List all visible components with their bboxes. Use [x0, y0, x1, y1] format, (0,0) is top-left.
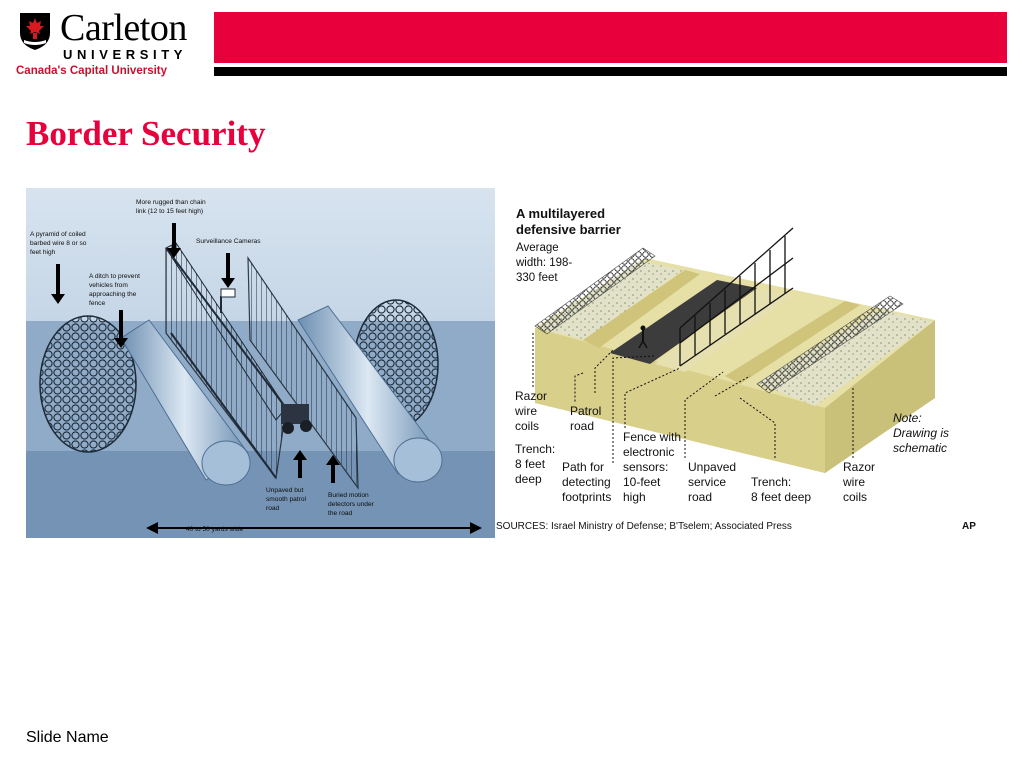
label-width: 40 to 50 yards wide — [186, 526, 244, 533]
arrow-barbed — [51, 264, 65, 304]
label-barbed: A pyramid of coiled barbed wire 8 or so … — [30, 231, 88, 256]
header-red-bar — [214, 12, 1007, 63]
arrow-fence — [167, 223, 181, 258]
label-road: Unpaved but smooth patrol road — [266, 487, 308, 512]
shield-icon — [20, 13, 50, 50]
ditch-right — [297, 305, 443, 483]
patrol-vehicle — [281, 404, 312, 434]
border-barrier-diagram: A pyramid of coiled barbed wire 8 or so … — [26, 188, 495, 538]
slide-footer: Slide Name — [26, 729, 109, 746]
ap-credit: AP — [962, 521, 976, 532]
fence-right — [247, 255, 359, 490]
fence-left — [165, 242, 287, 480]
label-fence-sensors: Fence with electronic sensors: 10-feet h… — [623, 430, 684, 504]
leader-lines — [532, 333, 854, 463]
label-razor-left: Razor wire coils — [514, 389, 550, 433]
coil-left — [534, 247, 656, 335]
slide-title: Border Security — [26, 114, 266, 153]
label-service-road: Unpaved service road — [688, 460, 739, 504]
label-note: Note: Drawing is schematic — [893, 411, 952, 455]
multilayered-barrier-diagram: A multilayered defensive barrier Average… — [495, 188, 1005, 538]
right-figure-title: A multilayered defensive barrier — [516, 206, 621, 237]
label-cameras: Surveillance Cameras — [196, 238, 261, 245]
carleton-logo: Carleton UNIVERSITY Canada's Capital Uni… — [14, 7, 204, 80]
logo-wordmark: Carleton — [60, 7, 187, 49]
label-trench-right: Trench: 8 feet deep — [751, 475, 811, 504]
header-black-bar — [214, 67, 1007, 76]
logo-university: UNIVERSITY — [63, 47, 188, 62]
ditch-left — [120, 319, 251, 486]
arrow-detectors — [326, 455, 340, 483]
label-path: Path for detecting footprints — [562, 460, 614, 504]
right-figure-subtitle: Average width: 198- 330 feet — [515, 242, 575, 284]
logo-tagline: Canada's Capital University — [16, 65, 168, 77]
arrow-cameras — [221, 253, 235, 288]
coil-right — [756, 295, 904, 394]
arrow-road — [293, 450, 307, 478]
surveillance-camera — [220, 288, 236, 313]
sources-line: SOURCES: Israel Ministry of Defense; B'T… — [496, 521, 792, 532]
width-arrow — [146, 522, 482, 534]
label-trench-left: Trench: 8 feet deep — [515, 442, 559, 486]
coil-pile-left — [39, 315, 137, 453]
label-ditch: A ditch to prevent vehicles from approac… — [89, 273, 142, 307]
sensor-fence — [679, 227, 794, 367]
label-razor-right: Razor wire coils — [842, 460, 878, 504]
label-fence: More rugged than chain link (12 to 15 fe… — [136, 199, 208, 215]
arrow-ditch — [114, 310, 128, 348]
label-patrol: Patrol road — [570, 404, 605, 433]
person-icon — [638, 325, 648, 349]
label-detectors: Buried motion detectors under the road — [328, 492, 376, 517]
